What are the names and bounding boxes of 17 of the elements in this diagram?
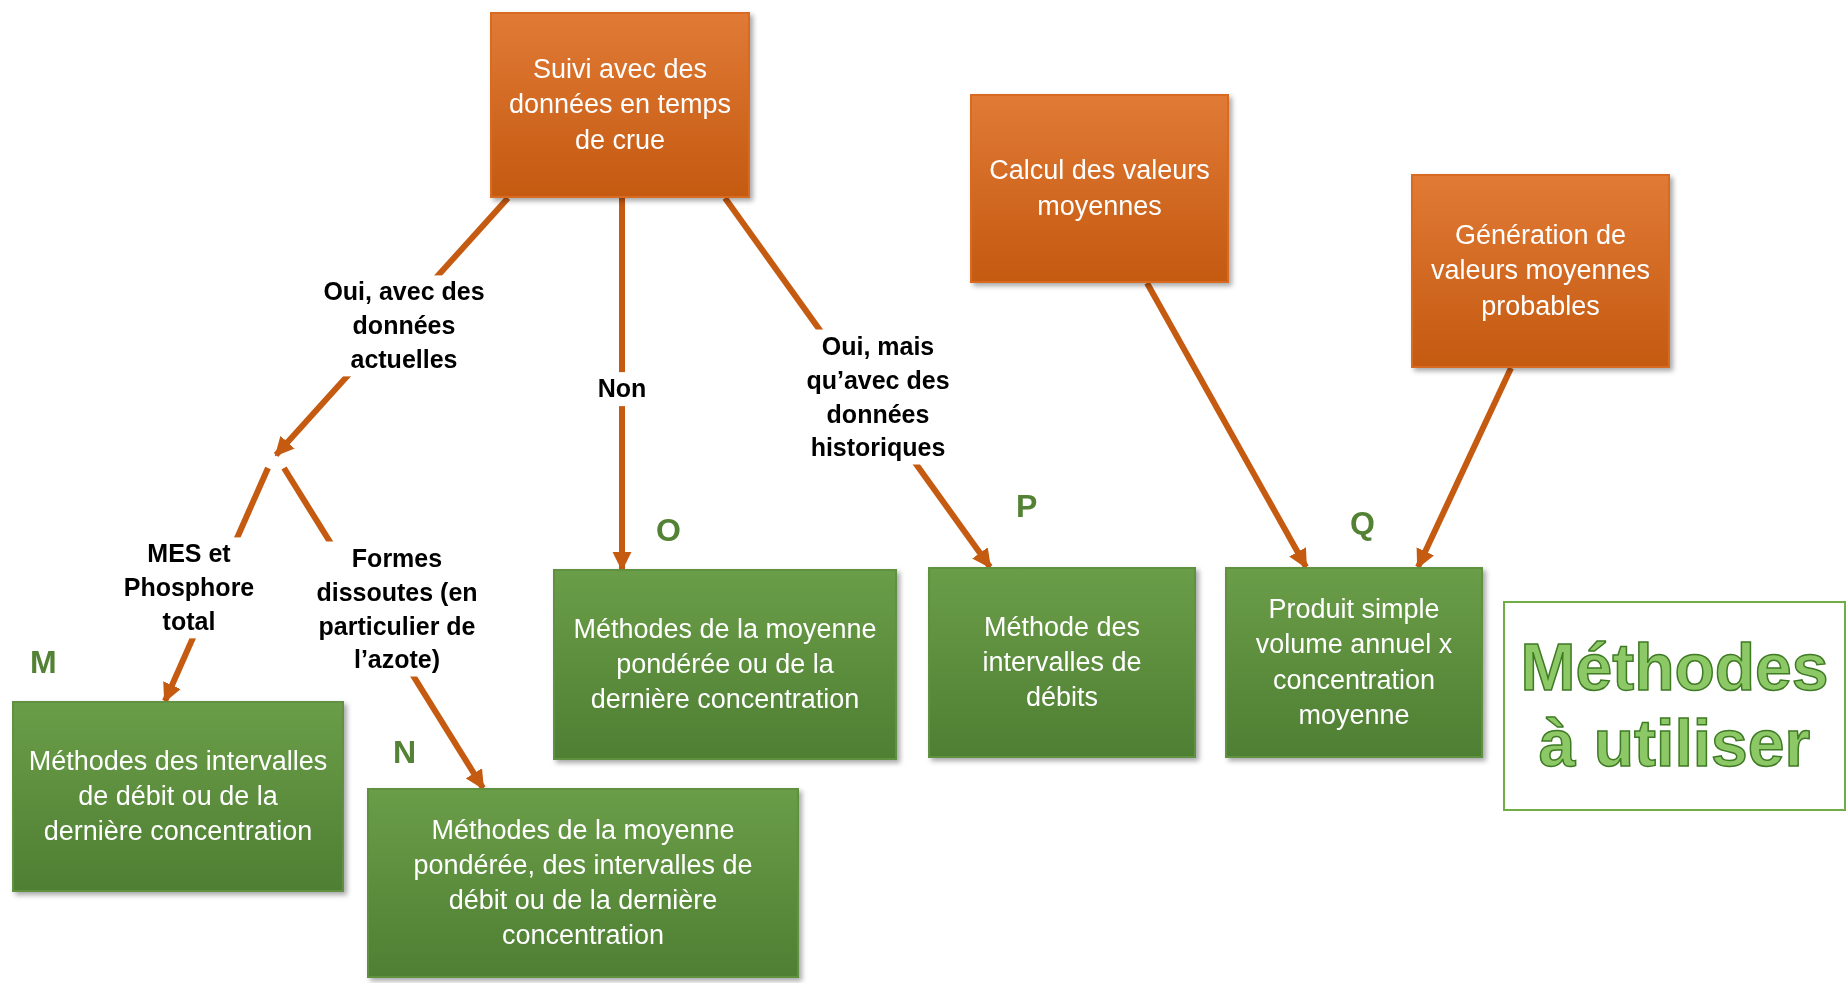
method-box: Méthodes des intervalles de débit ou de la dernière concentration xyxy=(12,701,344,892)
branch-letter: Q xyxy=(1350,505,1375,542)
question-box: Suivi avec des données en temps de crue xyxy=(490,12,750,198)
method-box: Méthodes de la moyenne pondérée ou de la dernière concentration xyxy=(553,569,897,760)
method-box: Produit simple volume annuel x concentration moyenne xyxy=(1225,567,1483,758)
branch-letter: M xyxy=(30,644,57,681)
title-box: Méthodes à utiliser xyxy=(1503,601,1846,811)
branch-letter: N xyxy=(393,734,417,771)
question-box: Calcul des valeurs moyennes xyxy=(970,94,1229,283)
method-box: Méthode des intervalles de débits xyxy=(928,567,1196,758)
branch-letter: P xyxy=(1016,488,1038,525)
method-box: Méthodes de la moyenne pondérée, des intervalles de débit ou de la dernière concentration xyxy=(367,788,799,978)
arrow xyxy=(612,198,632,571)
arrow xyxy=(1415,366,1514,569)
arrow xyxy=(1144,281,1309,569)
question-box: Génération de valeurs moyennes probables xyxy=(1411,174,1670,368)
branch-letter: O xyxy=(656,512,681,549)
